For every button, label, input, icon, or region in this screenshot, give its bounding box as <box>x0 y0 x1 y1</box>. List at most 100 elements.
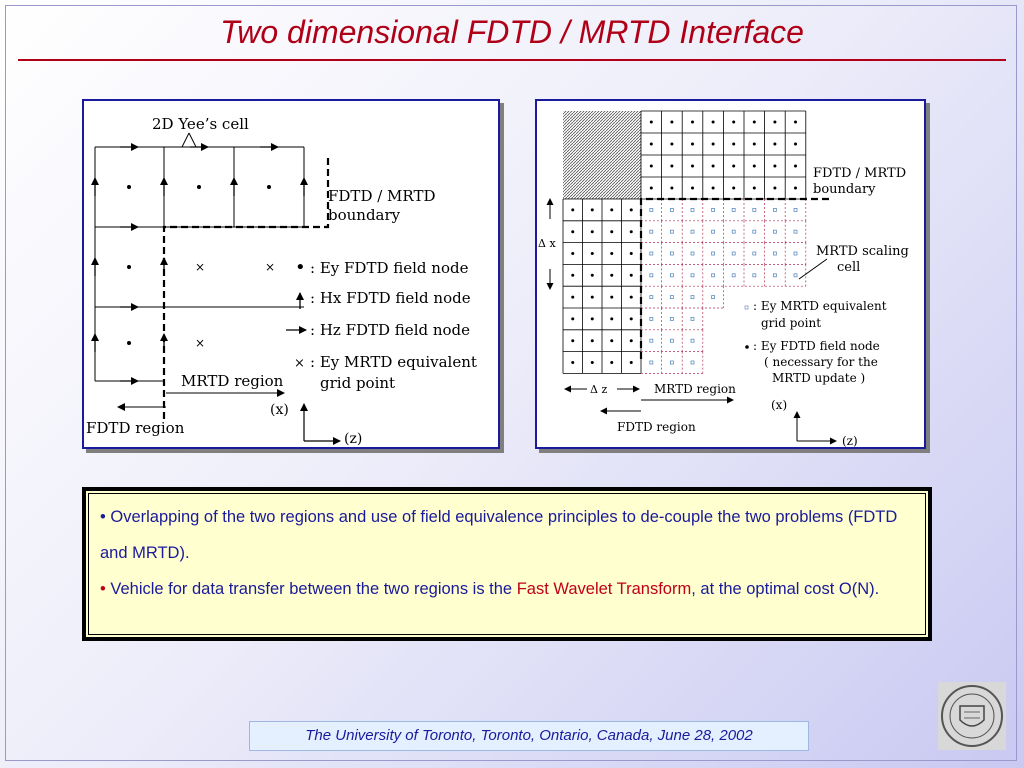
right-legend-2b: ( necessary for the <box>764 355 878 369</box>
mrtd-node-square <box>772 229 777 234</box>
fdtd-node-dot <box>732 164 736 168</box>
right-diagram: FDTD / MRTD boundary MRTD scaling cell Δ… <box>538 110 909 447</box>
ey-node-dot <box>127 265 131 269</box>
legend-mrtd-square-icon <box>744 305 749 310</box>
fdtd-node-dot <box>649 186 653 190</box>
mrtd-node-square <box>711 273 716 278</box>
mrtd-node-square <box>669 295 674 300</box>
mrtd-node-square <box>711 251 716 256</box>
university-seal-logo <box>938 682 1006 750</box>
fdtd-node-dot <box>629 230 633 234</box>
fdtd-node-dot <box>629 252 633 255</box>
mrtd-node-square <box>690 208 695 212</box>
yee-cell-label: 2D Yee’s cell <box>152 115 249 133</box>
bullet-2-marker: • <box>100 580 111 598</box>
fdtd-node-dot <box>590 295 594 299</box>
legend-ey-mrtd-cont: grid point <box>320 374 395 392</box>
right-axis-x-label: (x) <box>771 398 787 412</box>
hatched-region <box>563 111 641 199</box>
bullet-2-text-end: , at the optimal cost O(N). <box>691 580 880 598</box>
mrtd-node-square <box>669 360 674 365</box>
mrtd-node-square <box>772 251 777 256</box>
fdtd-node-dot <box>629 208 633 212</box>
fdtd-node-dot <box>629 339 633 343</box>
legend-ey-mrtd: : Ey MRTD equivalent <box>310 353 477 371</box>
ey-node-dot <box>267 185 271 189</box>
fdtd-node-dot <box>752 164 756 168</box>
fdtd-node-dot <box>610 361 614 364</box>
legend-hx-fdtd: : Hx FDTD field node <box>310 289 471 307</box>
mrtd-node-square <box>649 251 654 256</box>
mrtd-node-square <box>772 273 777 278</box>
fdtd-node-dot <box>670 186 674 190</box>
fdtd-node-dot <box>610 273 614 277</box>
fdtd-node-dot <box>571 295 575 299</box>
ey-node-dot <box>127 341 131 345</box>
mrtd-node-square <box>690 273 695 278</box>
right-axis-z-label: (z) <box>842 434 858 447</box>
fdtd-node-dot <box>571 361 575 364</box>
slide-title: Two dimensional FDTD / MRTD Interface <box>220 14 804 50</box>
mrtd-node-square <box>793 273 798 278</box>
mrtd-node-square <box>752 273 757 278</box>
slide-frame <box>5 5 1017 761</box>
fdtd-node-dot <box>571 252 575 255</box>
mrtd-node-square <box>731 251 736 256</box>
mrtd-node-square <box>649 229 654 234</box>
mrtd-node-square <box>731 208 736 212</box>
mrtd-node-square <box>669 208 674 212</box>
fdtd-node-dot <box>571 230 575 234</box>
fdtd-node-dot <box>571 208 575 212</box>
right-boundary-line <box>639 197 833 359</box>
fdtd-node-dot <box>629 361 633 364</box>
mrtd-node-square <box>731 273 736 278</box>
left-boundary-line <box>162 157 330 419</box>
mrtd-node-square <box>690 316 695 321</box>
fdtd-node-dot <box>794 186 797 190</box>
mrtd-node-square <box>711 295 716 300</box>
mrtd-cross-icon: × <box>265 260 275 274</box>
fdtd-node-dot <box>691 120 694 124</box>
right-boundary-label-1: FDTD / MRTD <box>813 166 906 181</box>
fdtd-node-dot <box>691 164 694 168</box>
mrtd-node-square <box>669 338 674 343</box>
fdtd-node-dot <box>732 142 736 146</box>
fdtd-node-dot <box>610 252 614 255</box>
fdtd-node-dot <box>670 120 674 124</box>
mrtd-node-square <box>649 316 654 321</box>
fdtd-node-dot <box>590 317 594 321</box>
mrtd-node-square <box>690 251 695 256</box>
seal-icon <box>941 685 1003 747</box>
bullet-2: • Vehicle for data transfer between the … <box>100 571 920 607</box>
fdtd-node-dot <box>571 273 575 277</box>
right-mrtd-region-label: MRTD region <box>654 382 736 396</box>
right-legend-2c: MRTD update ) <box>772 371 865 385</box>
mrtd-node-square <box>669 229 674 234</box>
right-nodes <box>571 120 798 365</box>
bullet-2-text: Vehicle for data transfer between the tw… <box>110 580 517 598</box>
bullet-2-highlight: Fast Wavelet Transform <box>516 580 692 598</box>
right-legend-1a: : Ey MRTD equivalent <box>753 299 887 313</box>
fdtd-node-dot <box>773 120 777 124</box>
fdtd-node-dot <box>610 339 614 343</box>
fdtd-node-dot <box>649 142 653 146</box>
fdtd-node-dot <box>711 186 715 190</box>
mrtd-node-square <box>690 229 695 234</box>
mrtd-cross-icon: × <box>195 260 205 274</box>
mrtd-node-square <box>649 273 654 278</box>
mrtd-node-square <box>649 295 654 300</box>
fdtd-node-dot <box>590 339 594 343</box>
bullet-1-marker: • <box>100 508 111 526</box>
fdtd-node-dot <box>590 252 594 255</box>
fdtd-node-dot <box>590 230 594 234</box>
left-diagram-panel: ××× 2D Yee’s cell FDTD / MRTD boundary •… <box>82 99 500 449</box>
mrtd-node-square <box>690 295 695 300</box>
right-scaling-label-1: MRTD scaling <box>816 244 909 259</box>
left-fdtd-region-label: FDTD region <box>86 419 185 437</box>
mrtd-node-square <box>649 208 654 212</box>
mrtd-node-square <box>793 208 798 212</box>
fdtd-node-dot <box>610 317 614 321</box>
delta-x-label: Δ x <box>538 237 556 250</box>
fdtd-node-dot <box>752 120 756 124</box>
fdtd-node-dot <box>773 186 777 190</box>
